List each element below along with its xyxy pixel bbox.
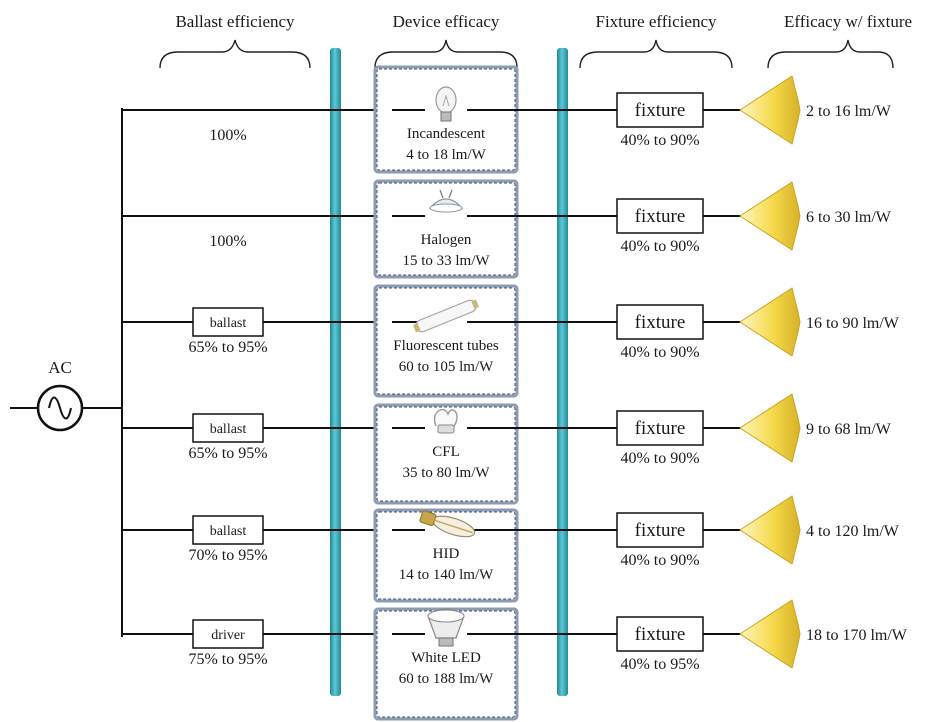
fixture-box: [616, 616, 704, 652]
device-box: [373, 179, 519, 279]
ballast-box-label: ballast: [210, 316, 247, 331]
cfl-bulb-icon: [433, 408, 458, 434]
ballast-box-label: driver: [211, 628, 245, 643]
fixture-box-label: fixture: [635, 206, 686, 227]
device-efficacy-value: 35 to 80 lm/W: [402, 465, 490, 481]
device-name: CFL: [432, 444, 460, 460]
ballast-box-label: ballast: [210, 422, 247, 437]
light-cone-icon: [739, 599, 801, 669]
brace-ballast: [159, 39, 311, 69]
fixture-efficiency-value: 40% to 90%: [620, 450, 699, 467]
light-cone-icon: [739, 287, 801, 357]
device-box-inner-border: [376, 182, 516, 276]
device-name: Halogen: [421, 232, 472, 248]
fixture-efficiency-value: 40% to 90%: [620, 238, 699, 255]
header-efficacy-with-fixture: Efficacy w/ fixture: [784, 12, 912, 31]
ballast-efficiency-value: 65% to 95%: [188, 339, 267, 356]
device-efficacy-value: 4 to 18 lm/W: [406, 147, 486, 163]
row-halogen: 100% Halogen 15 to 33 lm/W fixture 40% to 90…: [122, 179, 892, 279]
incandescent-bulb-icon: [435, 86, 457, 122]
fixture-box-label: fixture: [635, 418, 686, 439]
ballast-box: [192, 413, 264, 443]
fixture-box-label: fixture: [635, 520, 686, 541]
header-device-efficacy: Device efficacy: [393, 12, 500, 31]
hid-lamp-icon: [419, 510, 476, 538]
device-efficacy-value: 14 to 140 lm/W: [399, 567, 494, 583]
fixture-efficiency-value: 40% to 95%: [620, 656, 699, 673]
fluorescent-tube-icon: [412, 299, 480, 333]
fixture-efficiency-value: 40% to 90%: [620, 132, 699, 149]
ballast-efficiency-value: 100%: [209, 233, 246, 250]
system-efficacy-value: 18 to 170 lm/W: [806, 627, 908, 644]
ac-label: AC: [48, 358, 72, 377]
fixture-efficiency-value: 40% to 90%: [620, 552, 699, 569]
system-efficacy-value: 6 to 30 lm/W: [806, 209, 892, 226]
ballast-box-label: ballast: [210, 524, 247, 539]
light-cone-icon: [739, 495, 801, 565]
device-box: [373, 508, 519, 603]
ballast-efficiency-value: 100%: [209, 127, 246, 144]
device-box-inner-border: [376, 511, 516, 600]
device-name: Fluorescent tubes: [393, 338, 499, 354]
ballast-efficiency-value: 65% to 95%: [188, 445, 267, 462]
fixture-box: [616, 512, 704, 548]
light-cone-icon: [739, 75, 801, 145]
halogen-lamp-icon: [428, 189, 464, 213]
device-box-inner-border: [376, 68, 516, 171]
fixture-box-label: fixture: [635, 100, 686, 121]
brace-device: [374, 39, 518, 69]
device-efficacy-value: 60 to 105 lm/W: [399, 359, 494, 375]
ballast-box: [192, 307, 264, 337]
header-ballast-efficiency: Ballast efficiency: [175, 12, 295, 31]
header-fixture-efficiency: Fixture efficiency: [595, 12, 717, 31]
system-efficacy-value: 9 to 68 lm/W: [806, 421, 892, 438]
device-efficacy-value: 60 to 188 lm/W: [399, 671, 494, 687]
light-cone-icon: [739, 393, 801, 463]
system-efficacy-value: 4 to 120 lm/W: [806, 523, 900, 540]
row-cfl: ballast 65% to 95% CFL 35 to 80 lm/W fixture…: [122, 393, 892, 505]
device-name: White LED: [411, 650, 481, 666]
fixture-efficiency-value: 40% to 90%: [620, 344, 699, 361]
column-headers: Ballast efficiency Device efficacy Fixtu…: [175, 12, 912, 31]
row-fluorescent: ballast 65% to 95% Fluorescent tubes 60 to …: [122, 284, 900, 398]
row-hid: ballast 70% to 95% HID 14 to 140 lm/W fixtur…: [122, 495, 900, 603]
system-efficacy-value: 16 to 90 lm/W: [806, 315, 900, 332]
system-efficacy-value: 2 to 16 lm/W: [806, 103, 892, 120]
device-efficacy-value: 15 to 33 lm/W: [402, 253, 490, 269]
device-name: HID: [433, 546, 460, 562]
fixture-box: [616, 304, 704, 340]
fixture-box-label: fixture: [635, 312, 686, 333]
ballast-efficiency-value: 70% to 95%: [188, 547, 267, 564]
device-box-inner-border: [376, 406, 516, 502]
fixture-box: [616, 410, 704, 446]
device-box-inner-border: [376, 287, 516, 395]
lamp-rows: 100% Incandescent 4 to 18 lm/W fixture 40% t…: [122, 65, 908, 721]
device-name: Incandescent: [407, 126, 486, 142]
fixture-box-label: fixture: [635, 624, 686, 645]
brace-efficacy: [767, 39, 894, 69]
led-bulb-icon: [427, 608, 465, 647]
ac-source: AC: [10, 108, 123, 637]
separator-left: [330, 48, 341, 696]
separator-right: [557, 48, 568, 696]
light-cone-icon: [739, 181, 801, 251]
header-braces: [159, 39, 894, 69]
device-box: [373, 403, 519, 505]
row-led: driver 75% to 95% White LED 60 to 188 lm/W f…: [122, 599, 908, 721]
device-box: [373, 284, 519, 398]
brace-fixture: [579, 39, 733, 69]
ballast-efficiency-value: 75% to 95%: [188, 651, 267, 668]
row-incandescent: 100% Incandescent 4 to 18 lm/W fixture 40% t…: [122, 65, 892, 174]
sine-wave-icon: [48, 396, 72, 420]
